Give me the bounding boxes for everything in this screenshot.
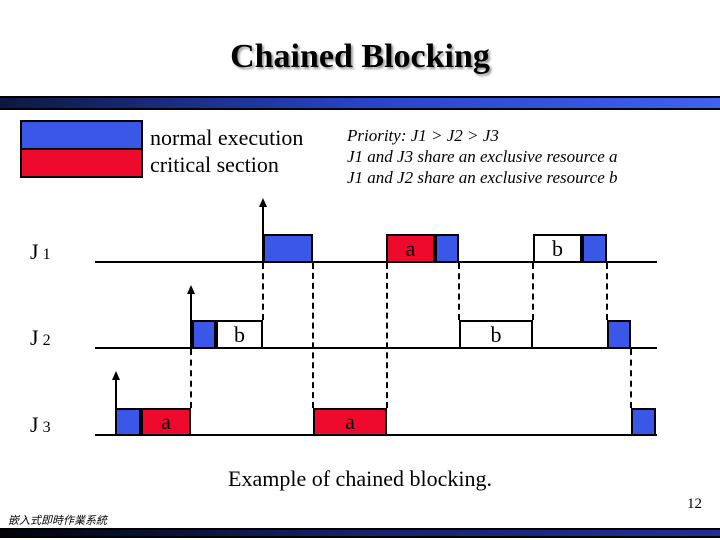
release-arrow-j2 <box>190 287 192 347</box>
exec-block-j3-a: a <box>313 408 387 436</box>
release-arrow-j3 <box>115 373 117 434</box>
release-arrow-head-j3 <box>112 371 120 380</box>
dashed-guide <box>532 263 534 320</box>
slide-title: Chained Blocking <box>230 38 490 75</box>
exec-block-j1-b: b <box>533 234 582 263</box>
exec-block-j2 <box>192 320 216 349</box>
row-label-sub: 2 <box>42 332 51 349</box>
footer-course-title: 嵌入式即時作業系統 <box>8 515 107 527</box>
priority-note: Priority: J1 > J2 > J3 <box>347 126 499 145</box>
dashed-guide <box>190 349 192 408</box>
release-arrow-head-j2 <box>187 285 195 294</box>
exec-block-j3-a: a <box>141 408 191 436</box>
release-arrow-j1 <box>262 200 264 261</box>
release-arrow-head-j1 <box>259 198 267 207</box>
exec-block-j1 <box>435 234 459 263</box>
dashed-guide <box>262 263 264 320</box>
legend-critical-label: critical section <box>150 152 279 177</box>
block-resource-label: a <box>161 409 171 434</box>
row-label-sub: 1 <box>42 246 51 263</box>
timeline-j1 <box>95 261 657 263</box>
top-divider-bar <box>0 96 720 110</box>
dashed-guide <box>606 263 608 320</box>
exec-block-j1 <box>582 234 607 263</box>
block-resource-label: a <box>345 409 355 434</box>
exec-block-j2-b: b <box>216 320 263 349</box>
timeline-j2 <box>95 347 657 349</box>
dashed-guide <box>630 349 632 408</box>
page-number: 12 <box>687 496 702 512</box>
block-resource-label: b <box>552 235 563 261</box>
exec-block-j2 <box>607 320 631 349</box>
block-resource-label: b <box>234 321 245 347</box>
exec-block-j1-a: a <box>386 234 435 263</box>
legend-critical-swatch <box>20 148 143 178</box>
figure-caption: Example of chained blocking. <box>228 466 492 491</box>
exec-block-j3 <box>115 408 141 436</box>
block-resource-label: a <box>405 235 416 261</box>
resource-b-note: J1 and J2 share an exclusive resource b <box>347 168 618 187</box>
exec-block-j1 <box>263 234 313 263</box>
legend-normal-label: normal execution <box>150 125 304 150</box>
dashed-guide <box>312 263 314 408</box>
exec-block-j2-b: b <box>459 320 533 349</box>
exec-block-j3 <box>631 408 656 436</box>
block-resource-label: b <box>490 321 502 347</box>
row-label-sub: 3 <box>42 419 51 436</box>
resource-a-note: J1 and J3 share an exclusive resource a <box>347 147 618 166</box>
bottom-divider-bar <box>0 528 720 538</box>
dashed-guide <box>458 263 460 320</box>
dashed-guide <box>386 263 388 408</box>
